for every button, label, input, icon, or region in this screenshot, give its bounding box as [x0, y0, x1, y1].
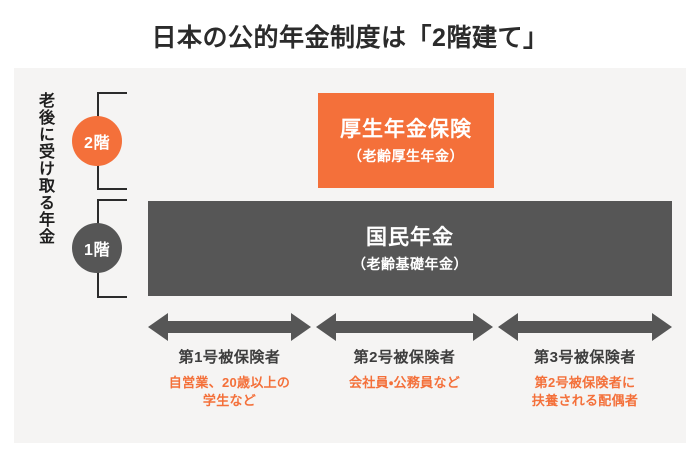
category-1: 第1号被保険者 自営業、20歳以上の 学生など — [148, 348, 311, 411]
category-3-description-line1: 第2号被保険者に — [534, 374, 636, 390]
category-1-description: 自営業、20歳以上の 学生など — [148, 374, 311, 412]
floor-badge-2-label: 2階 — [84, 135, 110, 152]
tier-2-name: 厚生年金保険 — [340, 117, 472, 141]
floor-badge-1: 1階 — [72, 223, 122, 273]
category-3-description-line2: 扶養される配偶者 — [531, 393, 639, 409]
tier-2-subname: （老齢厚生年金） — [348, 147, 464, 164]
tier-box-employees-pension: 厚生年金保険 （老齢厚生年金） — [318, 93, 494, 188]
category-arrow-row — [148, 312, 672, 342]
category-1-title: 第1号被保険者 — [178, 349, 281, 366]
category-2-title: 第2号被保険者 — [353, 349, 456, 366]
arrow-category-1 — [148, 312, 311, 342]
category-3-description: 第2号被保険者に 扶養される配偶者 — [498, 374, 672, 412]
page-title: 日本の公的年金制度は「2階建て」 — [151, 24, 549, 52]
floor-badge-2: 2階 — [72, 116, 122, 166]
tier-1-name: 国民年金 — [366, 225, 454, 249]
category-1-description-line1: 自営業、20歳以上の — [168, 374, 291, 390]
arrow-category-3 — [498, 312, 672, 342]
left-axis-label: 老後に受け取る年金 — [36, 92, 53, 245]
tier-box-national-pension: 国民年金 （老齢基礎年金） — [148, 201, 672, 296]
category-3-title: 第3号被保険者 — [534, 349, 636, 366]
category-1-description-line2: 学生など — [202, 393, 257, 409]
category-2-description-line1: 会社員・公務員など — [348, 374, 461, 390]
floor-badge-1-label: 1階 — [84, 242, 110, 259]
tier-1-subname: （老齢基礎年金） — [352, 255, 468, 272]
category-2-description: 会社員・公務員など — [316, 374, 493, 393]
arrow-category-2 — [316, 312, 493, 342]
category-2: 第2号被保険者 会社員・公務員など — [316, 348, 493, 392]
category-3: 第3号被保険者 第2号被保険者に 扶養される配偶者 — [498, 348, 672, 411]
